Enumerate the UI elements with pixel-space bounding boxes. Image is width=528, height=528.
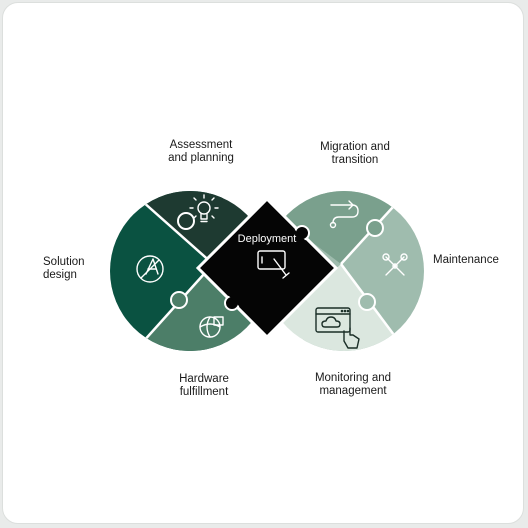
label-hardware: Hardware fulfillment [179,373,229,398]
deployment-label: Deployment [238,233,297,245]
label-maintenance: Maintenance [433,254,499,266]
diagram-card: Deployment [2,2,524,524]
tools-icon [382,253,408,276]
globe-box-icon [199,316,224,338]
lifecycle-diagram: Deployment [110,191,424,351]
cloud-monitor-icon [315,307,360,349]
label-solution: Solution design [43,256,85,281]
route-icon [329,200,359,229]
tablet-stylus-icon [257,250,290,279]
lightbulb-icon [189,194,219,223]
label-monitoring: Monitoring and management [314,372,392,397]
label-migration: Migration and transition [320,141,390,166]
label-assessment: Assessment and planning [168,139,234,164]
design-tools-icon [136,255,164,283]
